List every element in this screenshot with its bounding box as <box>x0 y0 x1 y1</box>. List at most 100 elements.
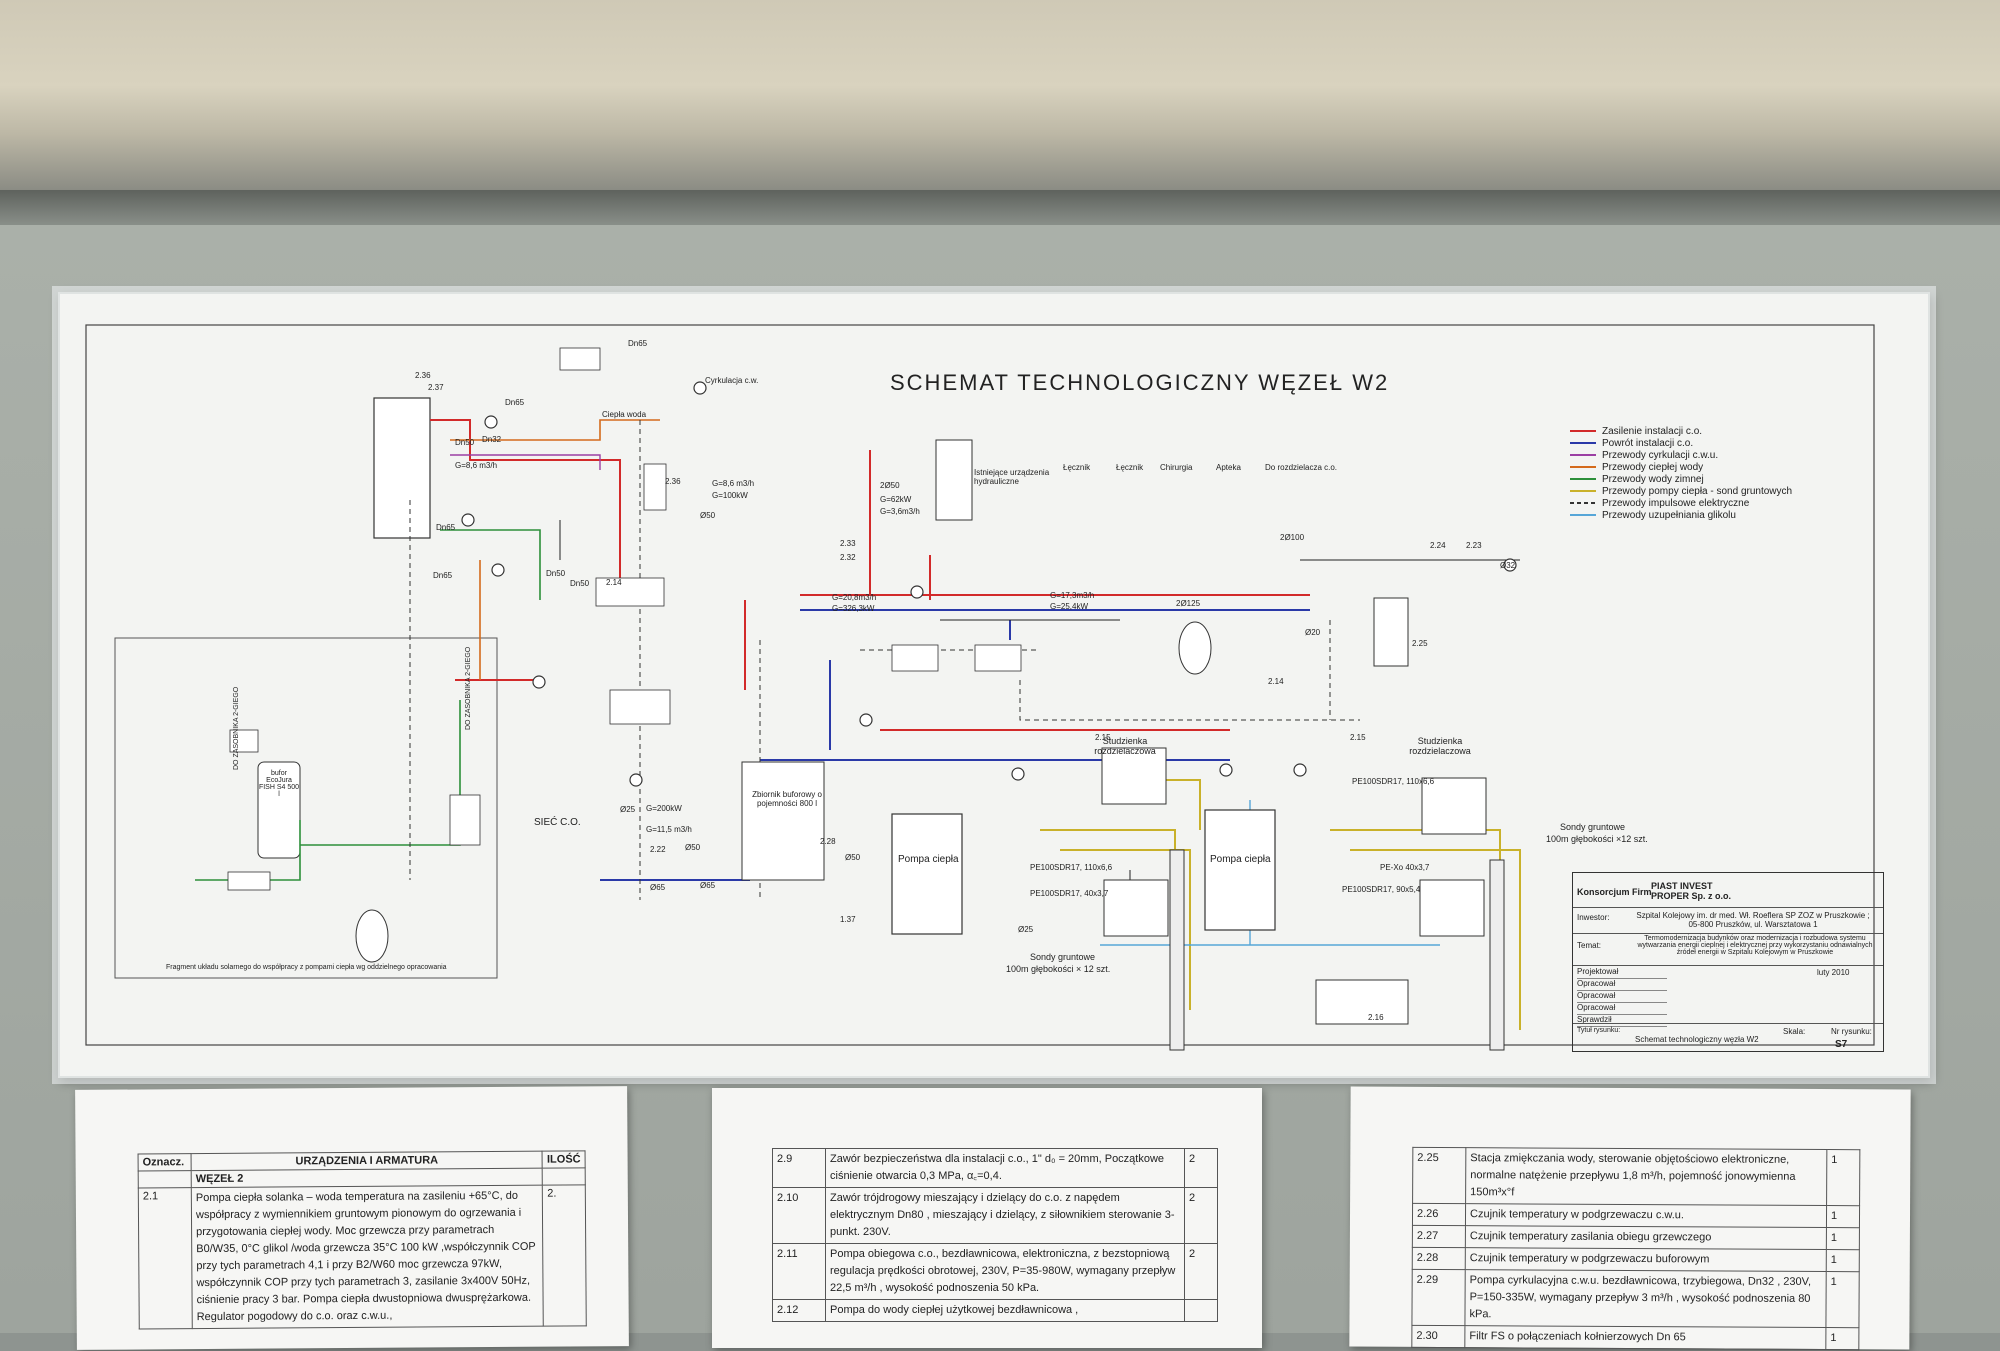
table-cell <box>138 1170 192 1188</box>
svg-text:PE100SDR17, 40x3,7: PE100SDR17, 40x3,7 <box>1030 889 1109 898</box>
tb-line <box>1573 907 1883 908</box>
label-istniejace: Istniejące urządzenia hydrauliczne <box>974 468 1050 486</box>
legend-item: Przewody wody zimnej <box>1570 473 1792 485</box>
row-qty: 1 <box>1826 1249 1860 1272</box>
svg-text:Ø32: Ø32 <box>1500 561 1516 570</box>
legend-swatch <box>1570 454 1596 456</box>
svg-text:Ø65: Ø65 <box>650 883 666 892</box>
svg-text:2.23: 2.23 <box>1466 541 1482 550</box>
row-code: 2.27 <box>1412 1225 1466 1248</box>
svg-text:2.28: 2.28 <box>820 837 836 846</box>
tb-line <box>1573 965 1883 966</box>
svg-text:2.22: 2.22 <box>650 845 666 854</box>
row-code: 2.29 <box>1411 1269 1466 1327</box>
row-code: 2.28 <box>1412 1247 1466 1270</box>
row-qty: 1 <box>1826 1205 1860 1228</box>
row-text: Pompa do wody ciepłej użytkowej bezdławn… <box>825 1299 1185 1323</box>
col-header-qty: ILOŚĆ <box>542 1150 586 1169</box>
tb-nr: S7 <box>1835 1039 1848 1050</box>
svg-text:Dn65: Dn65 <box>505 398 525 407</box>
svg-text:DO ZASOBNIKA 2-GIEGO: DO ZASOBNIKA 2-GIEGO <box>233 686 240 770</box>
svg-text:Dn65: Dn65 <box>436 523 456 532</box>
row-code: 2.26 <box>1412 1203 1466 1226</box>
legend-item: Przewody ciepłej wody <box>1570 461 1792 473</box>
svg-text:2.32: 2.32 <box>840 553 856 562</box>
table-row: 2.1 Pompa ciepła solanka – woda temperat… <box>138 1184 587 1330</box>
tb-line <box>1573 1023 1883 1024</box>
tb-konsorcjum: Konsorcjum Firm <box>1577 887 1652 897</box>
legend-item: Przewody pompy ciepła - sond gruntowych <box>1570 485 1792 497</box>
svg-text:Ø50: Ø50 <box>685 843 701 852</box>
legend-swatch <box>1570 490 1596 492</box>
row-text: Zawór trójdrogowy mieszający i dzielący … <box>825 1187 1185 1245</box>
legend-label: Przewody cyrkulacji c.w.u. <box>1602 449 1719 461</box>
row-qty: 1 <box>1825 1271 1860 1329</box>
legend-swatch <box>1570 442 1596 444</box>
legend-item: Przewody cyrkulacji c.w.u. <box>1570 449 1792 461</box>
svg-text:G=62kW: G=62kW <box>880 495 912 504</box>
tb-skala-label: Skala: <box>1783 1027 1806 1036</box>
svg-text:Dn65: Dn65 <box>433 571 453 580</box>
legend-item: Przewody uzupełniania glikolu <box>1570 509 1792 521</box>
svg-text:G=8,6 m3/h: G=8,6 m3/h <box>455 461 497 470</box>
svg-text:Dn32: Dn32 <box>482 435 502 444</box>
row-qty: 2. <box>542 1184 587 1327</box>
svg-text:2.36: 2.36 <box>415 371 431 380</box>
svg-text:100m głębokości × 12 szt.: 100m głębokości × 12 szt. <box>1006 964 1110 974</box>
row-code: 2.30 <box>1411 1325 1465 1349</box>
svg-text:G=326,3kW: G=326,3kW <box>832 604 875 613</box>
svg-text:Łęcznik: Łęcznik <box>1116 463 1144 472</box>
svg-text:100m głębokości ×12 szt.: 100m głębokości ×12 szt. <box>1546 834 1648 844</box>
row-text: Filtr FS o połączeniach kołnierzowych Dn… <box>1464 1326 1826 1350</box>
row-qty <box>1184 1299 1218 1323</box>
tb-date: luty 2010 <box>1817 968 1850 977</box>
svg-text:G=3,6m3/h: G=3,6m3/h <box>880 507 920 516</box>
row-text: Czujnik temperatury w podgrzewaczu c.w.u… <box>1465 1203 1827 1228</box>
svg-text:2.24: 2.24 <box>1430 541 1446 550</box>
svg-text:Dn50: Dn50 <box>455 438 475 447</box>
row-code: 2.12 <box>772 1299 826 1323</box>
row-code: 2.11 <box>772 1243 826 1301</box>
beam-shadow <box>0 190 2000 230</box>
legend-label: Przewody uzupełniania glikolu <box>1602 509 1736 521</box>
tb-nr-label: Nr rysunku: <box>1831 1027 1872 1036</box>
svg-text:2.14: 2.14 <box>1268 677 1284 686</box>
row-text: Czujnik temperatury zasilania obiegu grz… <box>1465 1225 1827 1250</box>
row-code: 2.9 <box>772 1147 826 1189</box>
legend-swatch <box>1570 502 1596 504</box>
svg-text:Dn50: Dn50 <box>546 569 566 578</box>
row-text: Stacja zmiękczania wody, sterowanie obję… <box>1465 1147 1827 1206</box>
svg-text:Ø50: Ø50 <box>700 511 716 520</box>
label-fragment: Fragment układu solarnego do współpracy … <box>166 964 447 971</box>
svg-text:2.14: 2.14 <box>606 578 622 587</box>
row-code: 2.25 <box>1412 1147 1466 1204</box>
label-bufor: bufor EcoJura FISH S4 500 l <box>258 770 300 798</box>
svg-text:Do rozdzielacza c.o.: Do rozdzielacza c.o. <box>1265 463 1337 472</box>
equipment-table-1: Oznacz. URZĄDZENIA I ARMATURA ILOŚĆ WĘZE… <box>138 1150 587 1330</box>
svg-text:G=17,3m3/h: G=17,3m3/h <box>1050 591 1094 600</box>
legend-label: Przewody ciepłej wody <box>1602 461 1704 473</box>
svg-text:Ø25: Ø25 <box>620 805 636 814</box>
svg-text:2Ø100: 2Ø100 <box>1280 533 1305 542</box>
row-qty: 1 <box>1826 1149 1860 1206</box>
tb-temat: Termomodernizacja budynków oraz moderniz… <box>1637 935 1873 956</box>
svg-text:2.37: 2.37 <box>428 383 444 392</box>
legend-item: Powrót instalacji c.o. <box>1570 437 1792 449</box>
legend-item: Zasilenie instalacji c.o. <box>1570 425 1792 437</box>
legend-swatch <box>1570 478 1596 480</box>
label-studzienka-2: Studzienka rozdzielaczowa <box>1409 736 1471 756</box>
label-pompa-2: Pompa ciepła <box>1210 854 1271 865</box>
row-code: 2.10 <box>772 1187 826 1245</box>
tb-firma: PIAST INVEST PROPER Sp. z o.o. <box>1651 881 1732 901</box>
tb-inwestor-label: Inwestor: <box>1577 913 1610 922</box>
